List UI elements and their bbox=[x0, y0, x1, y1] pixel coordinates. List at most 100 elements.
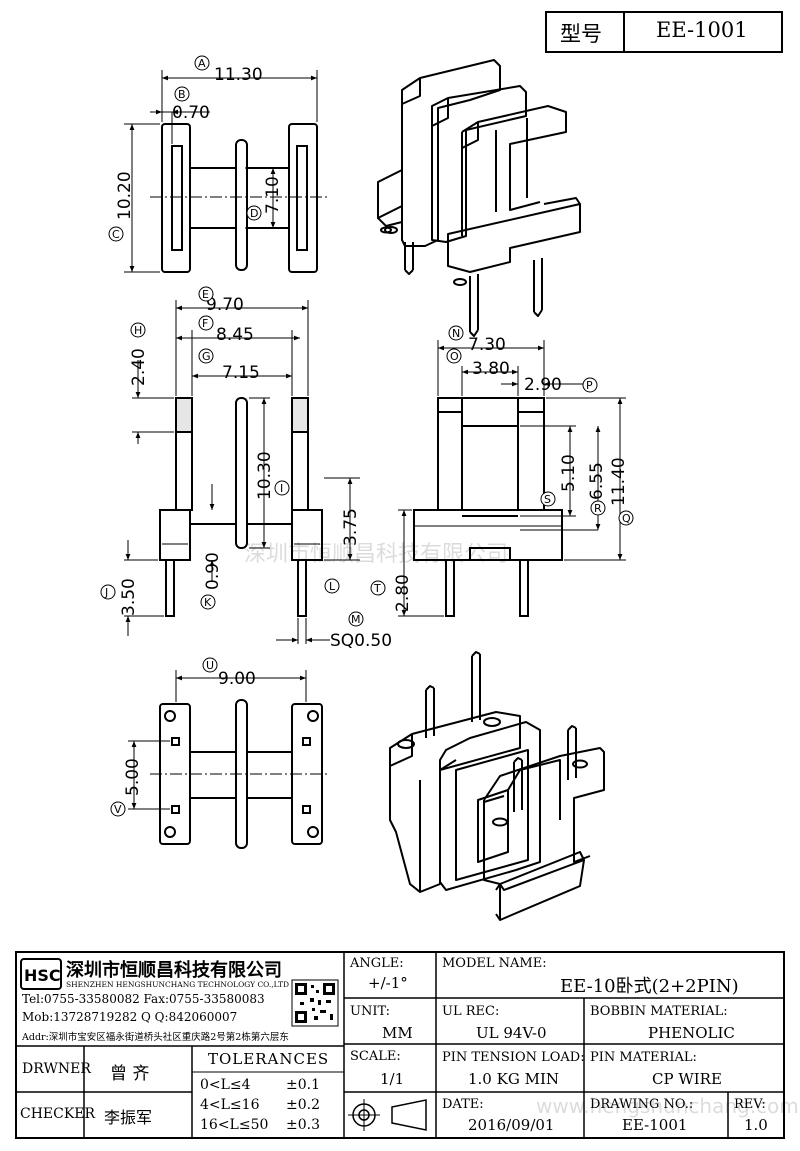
dim-E-value: 9.70 bbox=[206, 295, 244, 315]
company-logo: HSC bbox=[20, 958, 62, 990]
dim-J-value: 3.50 bbox=[119, 578, 139, 616]
tolerance-value-1: ±0.1 bbox=[286, 1077, 320, 1093]
front-view-dims bbox=[124, 300, 360, 644]
checker-name: 李振军 bbox=[104, 1108, 153, 1127]
company-name-cn: 深圳市恒顺昌科技有限公司 bbox=[66, 960, 282, 981]
dim-U-value: 9.00 bbox=[218, 669, 256, 689]
dim-P-value: 2.90 bbox=[524, 375, 562, 395]
dim-K-value: 0.90 bbox=[203, 552, 223, 590]
checker-label: CHECKER bbox=[20, 1106, 96, 1122]
bobbin-material-value: PHENOLIC bbox=[648, 1024, 735, 1042]
pin-material-label: PIN MATERIAL: bbox=[590, 1050, 697, 1065]
dim-D-value: 7.10 bbox=[263, 176, 283, 214]
dim-H-value: 2.40 bbox=[129, 348, 149, 386]
drawing-no-label: DRAWING NO.: bbox=[590, 1097, 694, 1112]
dim-O-value: 3.80 bbox=[472, 359, 510, 379]
dim-A-value: 11.30 bbox=[214, 65, 263, 85]
marker-M: M bbox=[351, 613, 361, 626]
unit-value: MM bbox=[382, 1024, 413, 1042]
drawing-no-value: EE-1001 bbox=[622, 1116, 688, 1134]
side-view bbox=[413, 397, 563, 617]
dim-L-value: 3.75 bbox=[341, 508, 361, 546]
tolerances-title: TOLERANCES bbox=[208, 1050, 330, 1068]
scale-label: SCALE: bbox=[350, 1049, 401, 1064]
dim-V-value: 5.00 bbox=[123, 758, 143, 796]
rev-label: REV: bbox=[734, 1097, 766, 1112]
dim-F-value: 8.45 bbox=[216, 325, 254, 345]
marker-O: O bbox=[450, 350, 459, 363]
marker-U: U bbox=[206, 659, 214, 672]
model-name-value: EE-10卧式(2+2PIN) bbox=[560, 976, 739, 997]
dim-C-value: 10.20 bbox=[115, 171, 135, 220]
company-tel-fax: Tel:0755-33580082 Fax:0755-33580083 bbox=[22, 992, 265, 1006]
pin-tension-label: PIN TENSION LOAD: bbox=[442, 1050, 585, 1065]
dim-S-value: 5.10 bbox=[559, 454, 579, 492]
company-name-en: SHENZHEN HENGSHUNCHANG TECHNOLOGY CO.,LT… bbox=[66, 980, 290, 989]
ul-rec-label: UL REC: bbox=[442, 1004, 500, 1019]
part-number: EE-1001 bbox=[656, 18, 748, 42]
part-number-box bbox=[545, 11, 783, 53]
side-view-dims bbox=[398, 340, 626, 617]
marker-P: P bbox=[586, 379, 593, 392]
marker-I: I bbox=[280, 482, 283, 495]
marker-S: S bbox=[544, 493, 551, 506]
marker-H: H bbox=[134, 324, 142, 337]
title-block-grid bbox=[15, 951, 785, 1139]
pin-tension-value: 1.0 KG MIN bbox=[468, 1070, 559, 1088]
marker-J: J bbox=[104, 586, 108, 599]
dim-M-value: SQ0.50 bbox=[330, 631, 392, 651]
marker-D: D bbox=[250, 207, 258, 220]
bottom-view bbox=[150, 699, 330, 849]
bobbin-material-label: BOBBIN MATERIAL: bbox=[590, 1004, 728, 1019]
logo-text: HSC bbox=[24, 966, 61, 985]
date-label: DATE: bbox=[442, 1097, 484, 1112]
marker-F: F bbox=[202, 317, 208, 330]
dim-I-value: 10.30 bbox=[255, 451, 275, 500]
marker-Q: Q bbox=[622, 512, 631, 525]
dim-N-value: 7.30 bbox=[468, 335, 506, 355]
ul-rec-value: UL 94V-0 bbox=[476, 1024, 547, 1042]
date-value: 2016/09/01 bbox=[468, 1116, 555, 1134]
angle-value: +/-1° bbox=[368, 974, 408, 992]
marker-A: A bbox=[198, 57, 206, 70]
marker-V: V bbox=[114, 803, 122, 816]
angle-label: ANGLE: bbox=[350, 956, 404, 971]
marker-C: C bbox=[112, 228, 120, 241]
marker-G: G bbox=[202, 350, 211, 363]
circled-markers bbox=[100, 55, 634, 817]
drawer-name: 曾 齐 bbox=[110, 1064, 150, 1084]
marker-T: T bbox=[373, 582, 381, 595]
dim-R-value: 6.55 bbox=[587, 462, 607, 500]
top-view bbox=[150, 123, 330, 273]
rev-value: 1.0 bbox=[744, 1116, 768, 1134]
unit-label: UNIT: bbox=[350, 1004, 391, 1019]
watermark-url: www.hengshunchang.com bbox=[536, 1094, 799, 1118]
isometric-view-bottom bbox=[389, 651, 605, 921]
company-mob-qq: Mob:13728719282 Q Q:842060007 bbox=[22, 1010, 238, 1024]
tolerance-range-2: 4<L≤16 bbox=[200, 1097, 260, 1113]
bottom-view-dims bbox=[128, 670, 307, 810]
isometric-view-top bbox=[377, 59, 581, 337]
drawer-label: DRWNER bbox=[22, 1061, 91, 1077]
dim-B-value: 0.70 bbox=[172, 103, 210, 123]
marker-N: N bbox=[452, 327, 460, 340]
tolerance-range-3: 16<L≤50 bbox=[200, 1117, 269, 1133]
watermark-company: 深圳市恒顺昌科技有限公司 bbox=[244, 542, 509, 567]
dimension-labels: 11.30 0.70 10.20 7.10 9.70 8.45 7.15 2.4… bbox=[115, 65, 629, 796]
front-view bbox=[159, 397, 323, 617]
circled-marker-letters: A B C D E F G H I J K L M N O P Q R S T … bbox=[104, 57, 631, 816]
model-name-label: MODEL NAME: bbox=[442, 956, 547, 971]
company-address: Addr:深圳市宝安区福永街道桥头社区重庆路2号第2栋第六层东 bbox=[22, 1032, 289, 1043]
marker-B: B bbox=[178, 88, 186, 101]
dim-G-value: 7.15 bbox=[222, 363, 260, 383]
pin-material-value: CP WIRE bbox=[652, 1070, 722, 1088]
projection-symbol bbox=[348, 1099, 427, 1131]
type-label: 型号 bbox=[560, 22, 602, 46]
tolerance-value-2: ±0.2 bbox=[286, 1097, 320, 1113]
scale-value: 1/1 bbox=[380, 1070, 405, 1088]
tolerance-value-3: ±0.3 bbox=[286, 1117, 320, 1133]
marker-R: R bbox=[594, 502, 602, 515]
marker-L: L bbox=[329, 580, 336, 593]
marker-E: E bbox=[202, 288, 209, 301]
